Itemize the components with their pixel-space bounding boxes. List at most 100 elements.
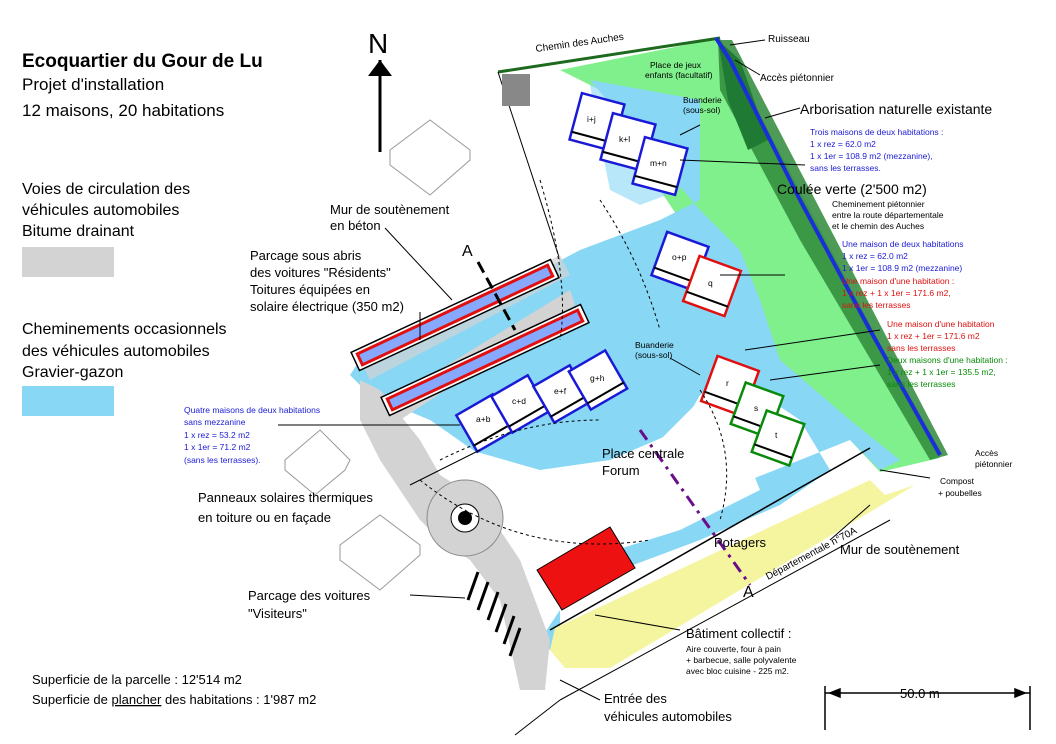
section-line-a-purple: [638, 429, 752, 586]
label-panneaux-2: en toiture ou en façade: [198, 510, 331, 525]
note-deux-maisons-1: Deux maisons d'une habitation :: [887, 355, 1008, 365]
legend-roads-3: Bitume drainant: [22, 223, 135, 240]
note-quatre-maisons-5: (sans les terrasses).: [184, 455, 261, 465]
house-label-r: r: [726, 378, 729, 388]
note-une-maison-une-a-2: 1 x rez + 1 x 1er = 171.6 m2,: [842, 288, 951, 298]
note-deux-maisons-3: sans les terrasses: [887, 379, 956, 389]
label-batiment-detail-3: avec bloc cuisine - 225 m2.: [686, 666, 789, 676]
legend-swatch-gravel: [22, 386, 114, 416]
label-place-centrale-1: Place centrale: [602, 446, 684, 461]
house-q: [681, 254, 743, 318]
north-label: N: [368, 28, 388, 59]
carport-1: [350, 258, 560, 372]
label-parcage-abris-4: solaire électrique (350 m2): [250, 299, 404, 314]
label-batiment-detail-1: Aire couverte, four à pain: [686, 644, 781, 654]
ruisseau-stream: [714, 36, 942, 456]
label-place-jeux-1: Place de jeux: [650, 60, 702, 70]
house-label-e-f: e+f: [554, 386, 567, 396]
label-section-a-bottom: A: [743, 584, 754, 601]
house-label-m-n: m+n: [650, 158, 667, 168]
label-buanderie-top-1: Buanderie: [683, 95, 722, 105]
label-scale: 50.0 m: [900, 686, 940, 701]
label-mur-beton-2: en béton: [330, 218, 381, 233]
label-entree-1: Entrée des: [604, 691, 667, 706]
label-acces-pieton-bottom-1: Accès: [975, 448, 998, 458]
house-label-c-d: c+d: [512, 396, 526, 406]
house-label-s: s: [754, 403, 758, 413]
label-parcage-abris-1: Parcage sous abris: [250, 248, 362, 263]
label-superficie-parcelle: Superficie de la parcelle : 12'514 m2: [32, 672, 242, 687]
label-mur-beton-1: Mur de soutènement: [330, 202, 450, 217]
visitor-parking: [466, 571, 522, 657]
house-t: [750, 408, 806, 468]
note-trois-maisons-3: 1 x 1er = 108.9 m2 (mezzanine),: [810, 151, 933, 161]
label-cheminement-2: entre la route départementale: [832, 210, 944, 220]
note-une-maison-une-b-2: 1 x rez + 1er = 171.6 m2: [887, 331, 980, 341]
label-cheminement-1: Cheminement piétonnier: [832, 199, 925, 209]
departementale-edge: [559, 519, 891, 701]
house-label-i-j: i+j: [587, 114, 596, 124]
title-line-2: Projet d'installation: [22, 75, 164, 94]
note-une-maison-une-a-1: Une maison d'une habitation :: [842, 276, 954, 286]
legend-swatch-road: [22, 247, 114, 277]
house-label-k-l: k+l: [619, 134, 630, 144]
label-coulee-verte: Coulée verte (2'500 m2): [777, 181, 927, 197]
label-panneaux-1: Panneaux solaires thermiques: [198, 490, 373, 505]
label-parcage-abris-3: Toitures équipées en: [250, 282, 370, 297]
label-buanderie-mid-1: Buanderie: [635, 340, 674, 350]
house-label-t: t: [775, 430, 778, 440]
note-une-maison-une-b-3: sans les terrasses: [887, 343, 956, 353]
legend-paths-1: Cheminements occasionnels: [22, 321, 227, 338]
label-ruisseau: Ruisseau: [768, 34, 810, 45]
label-parcage-visiteurs-1: Parcage des voitures: [248, 588, 371, 603]
label-potagers: Potagers: [714, 535, 767, 550]
legend-paths-3: Gravier-gazon: [22, 364, 123, 381]
grey-square: [502, 74, 530, 106]
wooded-strip: [718, 40, 948, 460]
label-chemin-auches: Chemin des Auches: [535, 32, 625, 55]
note-trois-maisons-2: 1 x rez = 62.0 m2: [810, 139, 876, 149]
neighbour-house-1: [389, 119, 471, 196]
leader-lines: [278, 39, 931, 701]
neighbour-house-2: [284, 429, 351, 496]
label-parcage-visiteurs-2: "Visiteurs": [248, 606, 307, 621]
label-compost-2: + poubelles: [938, 488, 982, 498]
house-m-n: [631, 135, 689, 197]
legend-roads-2: véhicules automobiles: [22, 202, 179, 219]
label-batiment: Bâtiment collectif :: [686, 626, 792, 641]
central-place: [420, 400, 760, 560]
footpaths: [419, 179, 728, 545]
label-entree-2: véhicules automobiles: [604, 709, 732, 724]
label-batiment-detail-2: + barbecue, salle polyvalente: [686, 655, 797, 665]
label-arborisation: Arborisation naturelle existante: [800, 101, 992, 117]
label-mur-soutenement: Mur de soutènement: [840, 542, 960, 557]
note-une-maison-une-b-1: Une maison d'une habitation: [887, 319, 995, 329]
house-label-g-h: g+h: [590, 373, 605, 383]
note-quatre-maisons-2: sans mezzanine: [184, 417, 246, 427]
label-cheminement-3: et le chemin des Auches: [832, 221, 924, 231]
label-acces-pieton-bottom-2: piétonnier: [975, 459, 1013, 469]
section-line-a: [476, 261, 517, 331]
label-compost-1: Compost: [940, 476, 975, 486]
chemin-auches-edge: [497, 36, 721, 74]
label-acces-pieton-top: Accès piétonnier: [760, 73, 835, 84]
note-trois-maisons-1: Trois maisons de deux habitations :: [810, 127, 943, 137]
label-buanderie-mid-2: (sous-sol): [635, 350, 672, 360]
legend-roads-1: Voies de circulation des: [22, 181, 190, 198]
scale-bar: [824, 686, 1031, 730]
parcel-south-edge: [514, 699, 561, 736]
potagers-area: [550, 480, 915, 668]
collective-building: [536, 526, 636, 611]
note-quatre-maisons-3: 1 x rez = 53.2 m2: [184, 430, 250, 440]
title-line-3: 12 maisons, 20 habitations: [22, 101, 224, 120]
retaining-wall-south: [549, 447, 871, 631]
note-une-maison-deux-3: 1 x 1er = 108.9 m2 (mezzanine): [842, 263, 962, 273]
note-trois-maisons-4: sans les terrasses.: [810, 163, 881, 173]
note-une-maison-deux-1: Une maison de deux habitations: [842, 239, 963, 249]
title-line-1: Ecoquartier du Gour de Lu: [22, 51, 263, 72]
note-quatre-maisons-4: 1 x 1er = 71.2 m2: [184, 442, 251, 452]
note-deux-maisons-2: 1 x rez + 1 x 1er = 135.5 m2,: [887, 367, 996, 377]
house-label-o-p: o+p: [672, 252, 687, 262]
north-arrow-icon: [368, 60, 392, 152]
arborisation-area: [718, 40, 768, 150]
